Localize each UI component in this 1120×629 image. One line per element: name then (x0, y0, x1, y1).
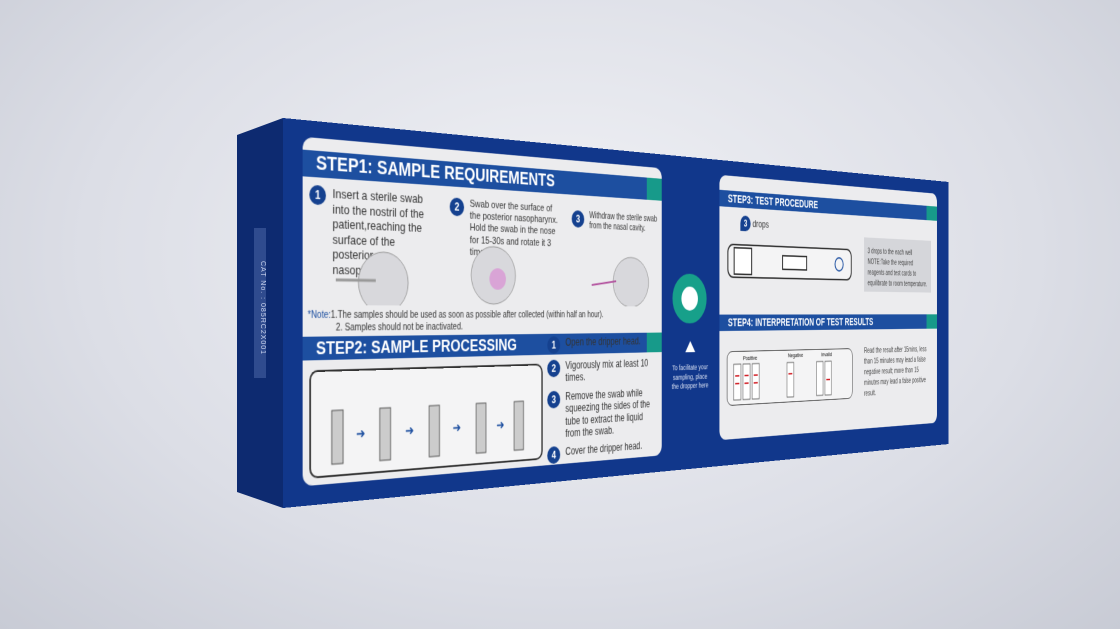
svg-text:➜: ➜ (356, 425, 365, 441)
nasopharynx-illustration (466, 242, 521, 306)
step1-item: 3Withdraw the sterile swab from the nasa… (572, 210, 659, 235)
step3-title: STEP3: TEST PROCEDURE (728, 192, 818, 211)
step-text: Remove the swab while squeezing the side… (565, 386, 657, 440)
step-number: 1 (309, 185, 326, 206)
step1-title: STEP1: SAMPLE REQUIREMENTS (316, 153, 555, 191)
step-number: 4 (547, 446, 560, 464)
drops-label: 3 drops (740, 215, 768, 232)
note: 2. Samples should not be inactivated. (336, 322, 463, 333)
tube-sequence-icon: ➜ ➜ ➜ ➜ (311, 365, 541, 476)
step-number: 3 (547, 391, 560, 409)
process-step: 2 Vigorously mix at least 10 times. (547, 357, 657, 385)
step-text: Cover the dripper head. (565, 440, 642, 463)
step-text: Break the dripper. (565, 464, 623, 486)
right-panel: STEP3: TEST PROCEDURE 3 drops 3 drops to… (719, 175, 936, 440)
process-step: 3 Remove the swab while squeezing the sid… (547, 386, 657, 441)
drops-text: drops (752, 218, 768, 230)
drop-icon: 3 (740, 215, 750, 231)
step-number: 2 (547, 360, 560, 378)
note-label: *Note: (308, 310, 331, 321)
procedure-info: 3 drops to the each wellNOTE:Take the re… (864, 237, 931, 292)
head-illustration-3 (589, 251, 655, 306)
left-panel: STEP1: SAMPLE REQUIREMENTS 1Insert a ste… (303, 137, 662, 487)
process-step: 5 Break the dripper. (547, 461, 657, 486)
note: *Note:1.The samples should be used as so… (308, 310, 604, 321)
note-line: 2. Samples should not be inactivated. (336, 322, 463, 333)
cat-number-label: CAT No. : 085RC2X001 (254, 228, 266, 378)
dropper-hint: To facilitate your sampling, place the d… (670, 363, 711, 393)
step2-title: STEP2: SAMPLE PROCESSING (316, 336, 517, 358)
triangle-icon (685, 341, 695, 352)
teal-accent (927, 206, 937, 221)
step-number: 3 (572, 210, 585, 228)
step-number: 1 (547, 336, 560, 354)
head-illustration-1 (336, 247, 422, 306)
step-number: 5 (547, 470, 560, 487)
box-front-face: STEP1: SAMPLE REQUIREMENTS 1Insert a ste… (283, 118, 948, 508)
process-step: 4 Cover the dripper head. (547, 439, 657, 465)
svg-text:➜: ➜ (405, 423, 414, 439)
test-cassette-illustration (727, 238, 853, 284)
step-number: 2 (450, 197, 464, 216)
info-line: NOTE:Take the required reagents and test… (868, 257, 928, 290)
note-line: 1.The samples should be used as soon as … (331, 310, 604, 321)
positive-label: Positive (743, 354, 757, 361)
step-text: Open the dripper head. (565, 335, 640, 353)
step-text: Withdraw the sterile swab from the nasal… (589, 211, 659, 235)
svg-text:➜: ➜ (453, 420, 461, 435)
step4-header: STEP4: INTERPRETATION OF TEST RESULTS (719, 314, 936, 331)
negative-label: Negative (788, 352, 803, 359)
step4-title: STEP4: INTERPRETATION OF TEST RESULTS (728, 316, 873, 329)
processing-illustration: ➜ ➜ ➜ ➜ (309, 364, 542, 479)
process-step: 1 Open the dripper head. (547, 335, 657, 354)
dropper-ring (672, 273, 706, 323)
teal-accent (647, 178, 662, 201)
step-text: Vigorously mix at least 10 times. (565, 357, 657, 384)
svg-text:➜: ➜ (496, 417, 504, 432)
invalid-label: Invalid (821, 351, 832, 358)
read-result-text: Read the result after 15mins, less than … (864, 344, 931, 399)
results-illustration: Positive Negative Invalid (727, 348, 853, 406)
processing-steps: 1 Open the dripper head. 2 Vigorously mix … (547, 335, 657, 486)
teal-accent (927, 314, 937, 328)
